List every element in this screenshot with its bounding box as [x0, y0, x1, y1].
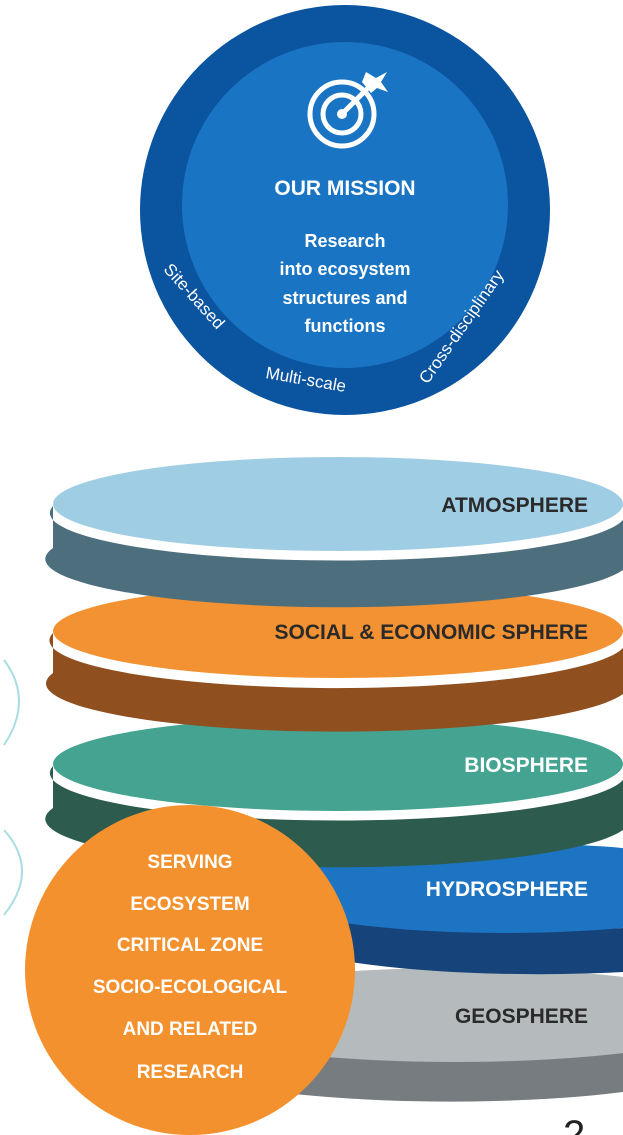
atmosphere-disc-top: [53, 457, 623, 551]
atmosphere-layer: ATMOSPHERE: [45, 457, 623, 608]
mission-inner-disc: [182, 42, 508, 368]
target-arrow-icon: [307, 72, 388, 149]
mission-body-line: Research: [304, 231, 385, 251]
social-economic-layer: SOCIAL & ECONOMIC SPHERE: [46, 584, 623, 732]
research-line: SOCIO-ECOLOGICAL: [93, 977, 288, 998]
decorative-arc: [3, 829, 23, 916]
decorative-arc: [3, 659, 20, 746]
mission-body-line: into ecosystem: [279, 259, 410, 279]
social-economic-disc-top: [53, 584, 623, 678]
mission-body-line: structures and: [282, 288, 407, 308]
research-line: AND RELATED: [123, 1019, 258, 1040]
research-circle: SERVING ECOSYSTEM CRITICAL ZONE SOCIO-EC…: [25, 805, 355, 1135]
social-economic-disc-side: [46, 633, 623, 732]
research-circle-disc: [25, 805, 355, 1135]
research-line: ECOSYSTEM: [130, 894, 249, 915]
biosphere-label: BIOSPHERE: [464, 754, 588, 777]
biosphere-disc-top: [53, 717, 623, 811]
mission-circle: OUR MISSION Research into ecosystem stru…: [140, 5, 550, 415]
research-line: SERVING: [147, 852, 232, 873]
atmosphere-label: ATMOSPHERE: [441, 494, 588, 517]
mission-body-line: functions: [305, 316, 386, 336]
hydrosphere-label: HYDROSPHERE: [426, 878, 588, 901]
research-line: RESEARCH: [137, 1062, 244, 1083]
social-economic-label: SOCIAL & ECONOMIC SPHERE: [275, 621, 588, 644]
page-number: 2: [563, 1113, 585, 1135]
mission-title: OUR MISSION: [274, 177, 415, 200]
geosphere-label: GEOSPHERE: [455, 1005, 588, 1028]
research-line: CRITICAL ZONE: [117, 935, 263, 956]
atmosphere-disc-side: [45, 506, 623, 608]
